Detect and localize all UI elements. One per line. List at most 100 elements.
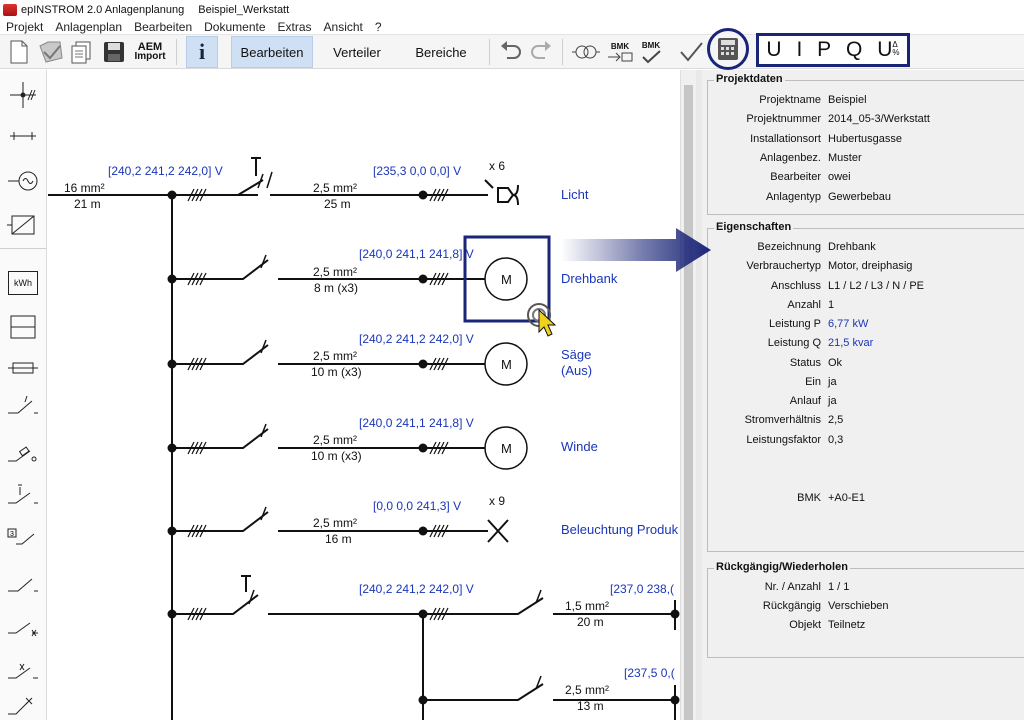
redo-button[interactable] <box>528 37 556 67</box>
breaker-icon <box>8 446 37 462</box>
palette-switch[interactable] <box>4 390 42 420</box>
palette-contactor[interactable] <box>4 568 42 598</box>
quantity-u-button[interactable]: U <box>766 38 782 61</box>
consumer-label-saege[interactable]: Säge <box>561 347 592 362</box>
feed-cable-length: 21 m <box>74 197 101 211</box>
motor-symbol-label: M <box>501 357 512 372</box>
palette-disconnector[interactable] <box>4 480 42 510</box>
palette-isolator[interactable] <box>4 612 42 642</box>
switch-winde <box>172 428 269 449</box>
tab-bearbeiten[interactable]: Bearbeiten <box>231 36 313 68</box>
cable-length: 10 m (x3) <box>311 365 362 379</box>
info-button[interactable]: i <box>186 36 218 68</box>
panel-splitter[interactable] <box>696 70 702 720</box>
menu-extras[interactable]: Extras <box>277 19 312 34</box>
palette-motor-switch[interactable] <box>4 656 42 686</box>
open-document-button[interactable] <box>36 37 66 67</box>
diagram-canvas[interactable]: M M M 16 mm² 21 m [240,2 241,2 242,0] V … <box>48 70 680 720</box>
property-key: Objekt <box>789 619 821 631</box>
palette-busbar[interactable] <box>4 80 42 110</box>
bmk-check-button[interactable]: BMK <box>636 37 666 67</box>
property-row: Nr. / Anzahl 1 / 1 <box>708 581 1024 599</box>
voltage-label: [240,2 241,2 242,0] V <box>359 582 474 596</box>
transformer-icon <box>7 215 35 235</box>
scrollbar-thumb[interactable] <box>684 85 693 720</box>
menu-projekt[interactable]: Projekt <box>6 19 44 34</box>
palette-fuse-box[interactable] <box>4 312 42 342</box>
property-value: 1 <box>828 299 835 311</box>
check-button[interactable] <box>676 37 706 67</box>
lamp-symbol <box>497 184 519 206</box>
palette-transformer[interactable] <box>4 210 42 240</box>
tab-verteiler[interactable]: Verteiler <box>333 44 381 60</box>
app-logo-icon <box>3 3 17 16</box>
property-key: Nr. / Anzahl <box>764 581 821 593</box>
switch-icon <box>8 395 38 414</box>
palette-meter[interactable]: kWh <box>4 268 42 298</box>
fuse-box-icon <box>10 315 36 339</box>
property-key: Anlagentyp <box>765 191 821 203</box>
quantity-du-button[interactable]: U Δ % <box>877 38 899 62</box>
save-button[interactable] <box>100 37 128 67</box>
property-value: +A0-E1 <box>828 492 865 504</box>
cable-length: 8 m (x3) <box>314 281 359 295</box>
palette-generator[interactable] <box>4 166 42 196</box>
switch-sub-1 <box>268 597 544 615</box>
cable-length: 25 m <box>324 197 351 211</box>
menu-bearbeiten[interactable]: Bearbeiten <box>134 19 193 34</box>
new-document-button[interactable] <box>5 37 33 67</box>
delta-percent-label: Δ % <box>892 40 900 57</box>
property-value: Verschieben <box>828 600 889 612</box>
app-title: epINSTROM 2.0 Anlagenplanung <box>21 3 185 16</box>
palette-fuse[interactable] <box>4 353 42 383</box>
network-calc-button[interactable] <box>570 37 602 67</box>
property-value: 0,3 <box>828 434 844 446</box>
consumer-label-licht[interactable]: Licht <box>561 187 589 202</box>
palette-breaker[interactable] <box>4 438 42 468</box>
canvas-vertical-scrollbar[interactable] <box>680 70 696 720</box>
property-value: ja <box>828 395 837 407</box>
tab-bereiche[interactable]: Bereiche <box>415 44 467 60</box>
cable-size: 2,5 mm² <box>313 265 358 279</box>
consumer-label-beleuchtung[interactable]: Beleuchtung Produk <box>561 522 679 537</box>
quantity-p-button[interactable]: P <box>817 38 832 61</box>
calculator-button[interactable] <box>707 28 749 70</box>
disconnector-icon <box>8 484 38 504</box>
document-title: Beispiel_Werkstatt <box>198 3 290 16</box>
quantity-i-button[interactable]: I <box>796 38 803 61</box>
cable-length: 13 m <box>577 699 604 713</box>
checkmark-icon <box>680 42 703 62</box>
menu-dokumente[interactable]: Dokumente <box>204 19 266 34</box>
bmk-assign-button[interactable]: BMK <box>605 37 635 67</box>
consumer-label-drehbank[interactable]: Drehbank <box>561 271 618 286</box>
palette-motor-breaker[interactable] <box>4 692 42 720</box>
palette-relay[interactable]: 3 <box>4 523 42 553</box>
copy-button[interactable] <box>68 37 96 67</box>
undo-button[interactable] <box>496 37 524 67</box>
switch-licht <box>172 179 264 196</box>
aem-import-button[interactable]: AEM Import <box>131 37 169 67</box>
property-key: Projektnummer <box>746 113 821 125</box>
property-key: Projektname <box>759 94 821 106</box>
cable-size: 2,5 mm² <box>313 349 358 363</box>
menu-help[interactable]: ? <box>374 19 382 34</box>
new-document-icon <box>10 40 28 64</box>
motor-winde <box>484 426 528 470</box>
palette-divider <box>0 248 46 249</box>
motor-switch-icon <box>8 663 38 679</box>
calculator-icon <box>718 38 738 60</box>
menu-anlagenplan[interactable]: Anlagenplan <box>55 19 123 34</box>
property-value: Muster <box>828 152 862 164</box>
property-value: 1 / 1 <box>828 581 850 593</box>
palette-line[interactable] <box>4 121 42 151</box>
quantity-q-button[interactable]: Q <box>846 38 863 61</box>
property-key: Anlagenbez. <box>759 152 821 164</box>
menu-ansicht[interactable]: Ansicht <box>323 19 363 34</box>
consumer-label-winde[interactable]: Winde <box>561 439 598 454</box>
cable-length: 10 m (x3) <box>311 449 362 463</box>
